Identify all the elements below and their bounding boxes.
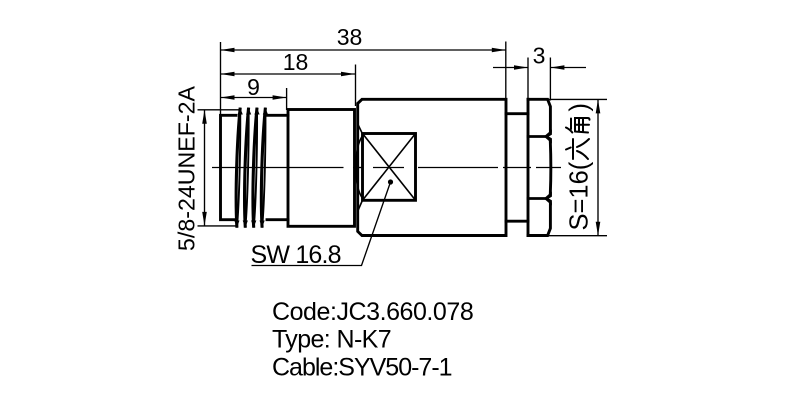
svg-text:3: 3: [533, 43, 546, 69]
svg-text:): ): [566, 103, 594, 112]
svg-text:Cable:SYV50-7-1: Cable:SYV50-7-1: [272, 353, 452, 381]
svg-text:SW 16.8: SW 16.8: [251, 241, 341, 269]
svg-text:18: 18: [283, 49, 309, 75]
svg-text:Code:JC3.660.078: Code:JC3.660.078: [272, 298, 473, 326]
svg-text:5/8-24UNEF-2A: 5/8-24UNEF-2A: [174, 86, 200, 251]
svg-text:Type: N-K7: Type: N-K7: [272, 326, 391, 354]
svg-text:38: 38: [337, 24, 363, 50]
svg-text:S=16(: S=16(: [566, 161, 594, 230]
svg-text:9: 9: [247, 74, 260, 100]
